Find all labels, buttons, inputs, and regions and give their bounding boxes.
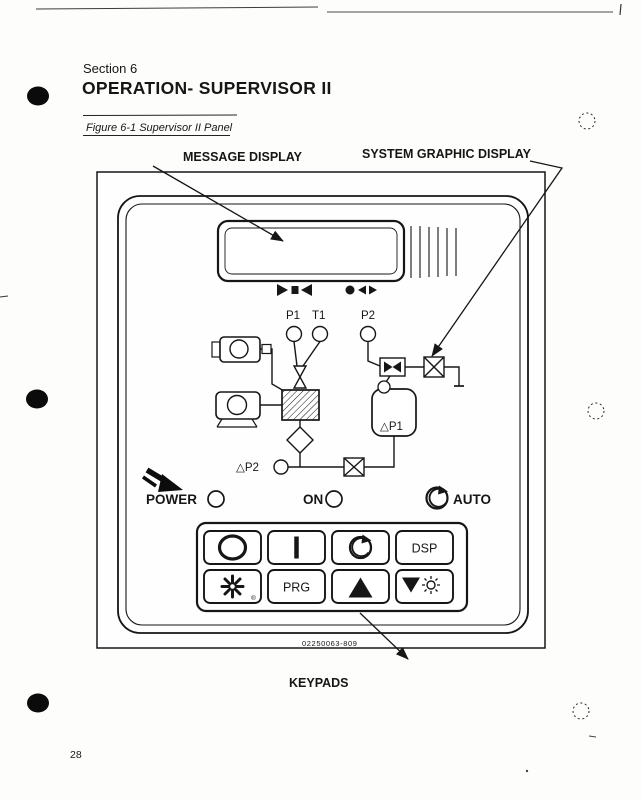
pump-icon-upper xyxy=(211,336,272,363)
system-graphic-schematic xyxy=(211,336,464,477)
pipe xyxy=(367,341,381,367)
section-label: Section 6 xyxy=(83,61,137,76)
pump-icon-lower xyxy=(215,391,261,428)
scan-streak xyxy=(35,6,319,10)
page-number: 28 xyxy=(70,749,82,761)
sensor-port-t1 xyxy=(311,325,329,343)
caption-rule-top xyxy=(82,114,238,116)
scan-speck xyxy=(588,735,597,738)
filter-icon xyxy=(281,389,320,421)
indicator-label-on: ON xyxy=(303,492,323,507)
display-vent-slots xyxy=(410,226,457,278)
valve-icon-vertical xyxy=(292,365,308,389)
orifice-icon-right xyxy=(423,356,445,378)
orifice-icon-lower xyxy=(343,457,365,477)
scan-speck xyxy=(525,769,529,773)
page-title: OPERATION- SUPERVISOR II xyxy=(82,78,332,98)
pipe xyxy=(444,366,460,386)
callout-system-graphic-display: SYSTEM GRAPHIC DISPLAY xyxy=(362,147,532,161)
message-display-screen xyxy=(216,219,406,283)
sensor-port-p2 xyxy=(359,325,377,343)
scan-tick xyxy=(619,3,622,16)
up-arrow-icon xyxy=(348,577,373,598)
auto-cycle-icon xyxy=(348,534,373,560)
sensor-label-dp1: △P1 xyxy=(380,421,403,433)
separator-tank-icon xyxy=(371,380,417,437)
solenoid-valve-icon xyxy=(379,357,406,377)
registration-dot xyxy=(26,389,48,409)
registration-dot xyxy=(27,693,49,713)
part-number: 02250063-809 xyxy=(302,639,358,648)
on-led xyxy=(325,490,343,508)
punch-mark xyxy=(578,112,596,130)
figure-caption: Figure 6-1 Supervisor II Panel xyxy=(86,122,233,134)
indicator-label-power: POWER xyxy=(146,492,197,507)
fan-icon xyxy=(220,574,245,599)
callout-message-display: MESSAGE DISPLAY xyxy=(183,150,303,164)
auto-icon xyxy=(425,485,449,510)
callout-keypads: KEYPADS xyxy=(289,676,349,690)
sensor-label-p2: P2 xyxy=(361,310,375,322)
down-arrow-sun-icon xyxy=(402,576,440,594)
punch-mark xyxy=(587,402,605,420)
leader-message-display xyxy=(152,165,284,242)
stop-o-icon xyxy=(217,534,248,561)
sensor-label-p1: P1 xyxy=(286,310,300,322)
leader-keypads xyxy=(359,612,409,660)
panel-bezel-outer xyxy=(117,195,529,634)
sensor-port-dp2 xyxy=(273,459,289,475)
down-button xyxy=(395,569,454,604)
leader-system-graphic-display xyxy=(431,160,564,357)
auto-button xyxy=(331,530,390,565)
registered-mark: ® xyxy=(251,594,256,602)
indicator-label-auto: AUTO xyxy=(453,492,491,507)
stop-button xyxy=(203,530,262,565)
prg-button xyxy=(267,569,326,604)
diamond-valve-icon xyxy=(286,426,314,454)
dsp-button-label: DSP xyxy=(412,542,438,556)
punch-mark xyxy=(572,702,590,720)
scan-tick xyxy=(0,295,9,298)
dsp-button xyxy=(395,530,454,565)
pipe xyxy=(364,436,395,468)
power-led xyxy=(207,490,225,508)
sensor-label-t1: T1 xyxy=(312,310,325,322)
sensor-label-dp2: △P2 xyxy=(236,462,259,474)
prg-button-label: PRG xyxy=(283,581,310,595)
sensor-port-p1 xyxy=(285,325,303,343)
panel-bezel-inner xyxy=(125,203,521,626)
keypad-buttons xyxy=(203,530,454,604)
pipe xyxy=(293,341,298,367)
pipe xyxy=(302,341,321,367)
power-pointer-arrow xyxy=(142,467,183,492)
unload-icon xyxy=(345,285,377,295)
registration-dot xyxy=(27,86,49,106)
scan-artifacts xyxy=(0,3,622,773)
load-icon xyxy=(277,284,312,296)
